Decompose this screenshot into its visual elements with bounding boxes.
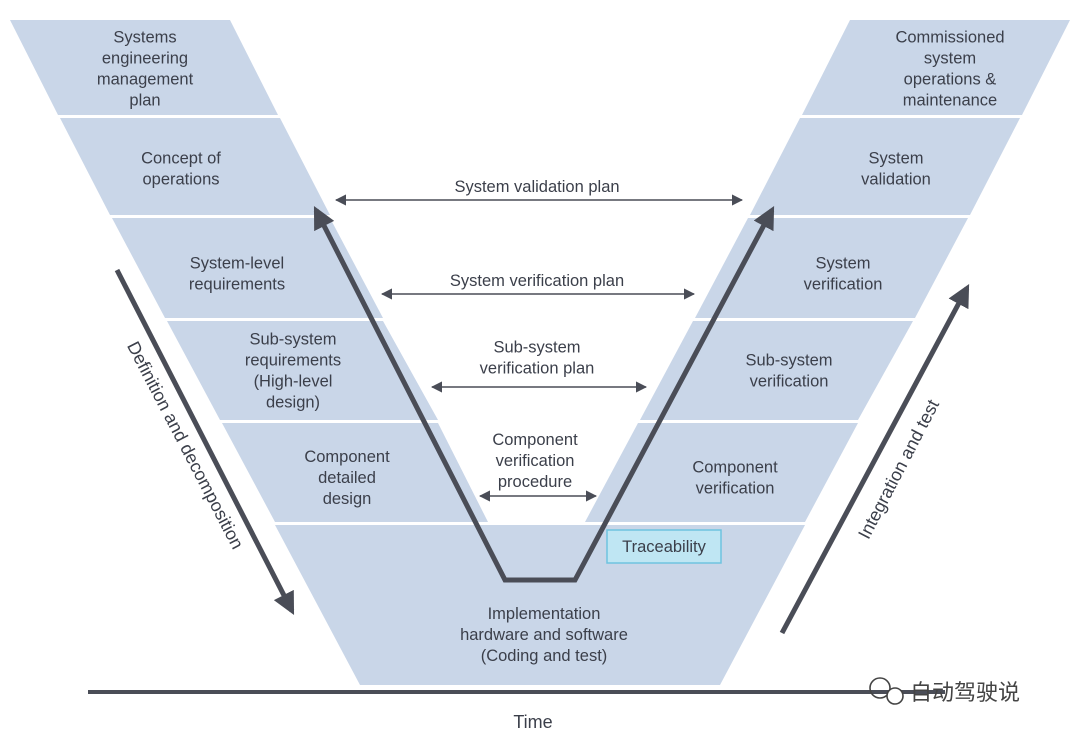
right-phase-label-5: Component verification [692, 459, 778, 498]
phase-box-left-4 [167, 321, 438, 420]
plan-label-3-line: Sub-system [493, 339, 580, 357]
left-phase-label-3: System-level requirements [189, 255, 285, 294]
wechat-icon-bubble-2 [886, 687, 904, 705]
time-axis-label: Time [513, 712, 552, 732]
right-phase-label-3-line: System [815, 255, 870, 273]
plan-label-4-line: Component [492, 431, 578, 449]
right-phase-label-4-line: verification [750, 373, 829, 391]
left-phase-label-1-line: Systems [113, 29, 176, 47]
left-phase-label-4: Sub-system requirements (High-level design) [245, 331, 341, 412]
left-phase-label-2: Concept of operations [141, 150, 221, 189]
left-phase-label-4-line: (High-level [254, 373, 333, 391]
left-phase-label-5-line: design [323, 490, 372, 508]
left-phase-label-1: Systems engineering management plan [97, 29, 194, 110]
left-phase-label-2-line: operations [142, 171, 219, 189]
plan-label-3-line: verification plan [480, 360, 595, 378]
wechat-icon-bubble-1 [869, 677, 891, 699]
right-phase-label-5-line: verification [696, 480, 775, 498]
phase-box-right-2 [750, 118, 1020, 215]
left-phase-label-1-line: plan [129, 92, 160, 110]
phase-box-left-5 [222, 423, 488, 522]
v-process-line [313, 205, 775, 583]
implementation-label-line: Implementation [488, 605, 601, 623]
implementation-label-line: hardware and software [460, 626, 628, 644]
phase-box-left-1 [10, 20, 278, 115]
watermark-text: 自动驾驶说 [910, 681, 1020, 706]
right-phase-label-2-line: System [868, 150, 923, 168]
right-phase-label-1: Commissioned system operations & maintenanc… [895, 29, 1004, 110]
phase-box-right-5 [585, 423, 858, 522]
left-phase-label-3-line: System-level [190, 255, 284, 273]
phase-box-left-3 [112, 218, 383, 318]
phase-box-right-3 [695, 218, 968, 318]
phase-box-right-4 [640, 321, 913, 420]
left-phase-label-2-line: Concept of [141, 150, 221, 168]
right-phase-label-1-line: operations & [904, 71, 997, 89]
definition-axis-arrow [114, 268, 295, 616]
left-phase-label-1-line: engineering [102, 50, 188, 68]
left-phase-label-5: Component detailed design [304, 448, 390, 508]
traceability-label: Traceability [622, 538, 706, 556]
plan-label-4-line: verification [496, 452, 575, 470]
left-phase-label-3-line: requirements [189, 276, 285, 294]
left-phase-label-1-line: management [97, 71, 194, 89]
right-phase-label-1-line: system [924, 50, 976, 68]
right-phase-label-1-line: Commissioned [895, 29, 1004, 47]
right-phase-label-4: Sub-system verification [745, 352, 832, 391]
integration-axis-arrow [779, 284, 970, 635]
right-phase-label-2-line: validation [861, 171, 931, 189]
right-phase-label-4-line: Sub-system [745, 352, 832, 370]
implementation-label: Implementation hardware and software (Codi… [460, 605, 628, 665]
left-phase-label-4-line: requirements [245, 352, 341, 370]
plan-label-2-line: System verification plan [450, 272, 624, 290]
right-phase-label-2: System validation [861, 150, 931, 189]
right-phase-label-3: System verification [804, 255, 883, 294]
left-phases [10, 20, 488, 522]
phase-box-implementation [275, 525, 805, 685]
right-phase-label-5-line: Component [692, 459, 778, 477]
right-phase-label-1-line: maintenance [903, 92, 997, 110]
left-phase-label-5-line: Component [304, 448, 390, 466]
plan-label-3: Sub-system verification plan [480, 339, 595, 378]
traceability-box [606, 529, 722, 564]
plan-label-4-line: procedure [498, 473, 572, 491]
left-phase-label-5-line: detailed [318, 469, 376, 487]
plan-label-1: System validation plan [454, 178, 619, 196]
phase-labels: Systems engineering management planConcept … [97, 29, 1005, 666]
plan-label-2: System verification plan [450, 272, 624, 290]
implementation-label-line: (Coding and test) [481, 647, 608, 665]
plan-label-4: Component verification procedure [492, 431, 578, 491]
plan-label-1-line: System validation plan [454, 178, 619, 196]
right-phases [585, 20, 1070, 522]
watermark: 自动驾驶说 [869, 677, 1020, 706]
right-phase-label-3-line: verification [804, 276, 883, 294]
phase-box-left-2 [60, 118, 330, 215]
left-phase-label-4-line: Sub-system [249, 331, 336, 349]
left-phase-label-4-line: design) [266, 394, 320, 412]
phase-box-right-1 [802, 20, 1070, 115]
